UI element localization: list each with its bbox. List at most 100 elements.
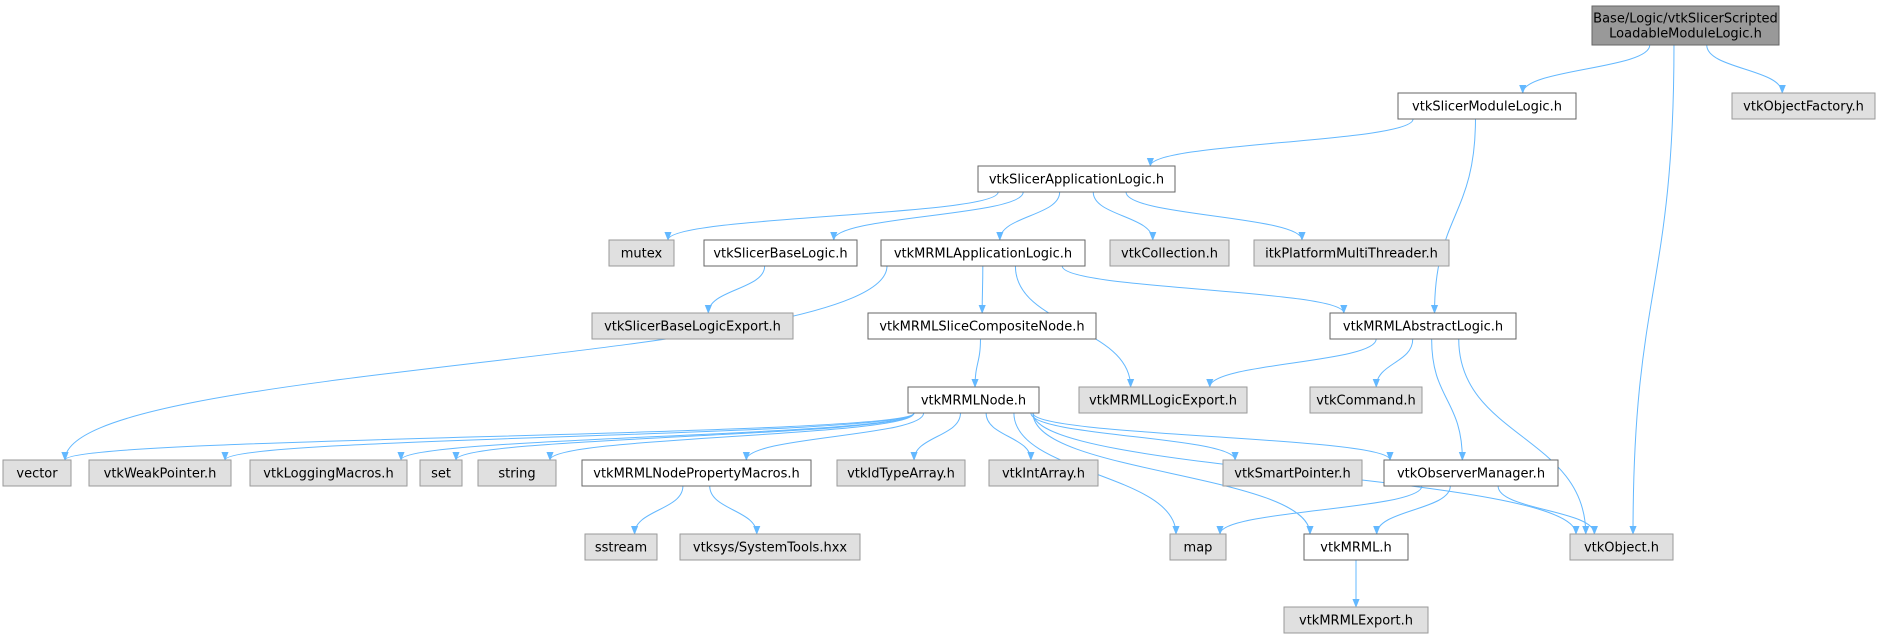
node-label: vtksys/SystemTools.hxx <box>693 541 848 556</box>
edge-appLogic-to-mrmlAppLogic <box>996 191 1061 241</box>
node-box <box>679 533 861 561</box>
edge-mrmlAppLogic-to-sliceComposite <box>978 265 986 314</box>
node-label: vtkMRMLNodePropertyMacros.h <box>593 467 799 482</box>
node-mrmlNode[interactable]: vtkMRMLNode.h <box>907 386 1040 414</box>
edge-mrmlNode-to-loggingMacros <box>397 412 915 461</box>
edge-mrmlAppLogic-to-vector <box>61 265 888 461</box>
node-box <box>419 459 463 487</box>
node-abstractLogic[interactable]: vtkMRMLAbstractLogic.h <box>1329 312 1517 340</box>
node-label: vtkMRMLNode.h <box>921 394 1026 409</box>
edge-root-to-objectFactory <box>1706 44 1786 94</box>
edge-appLogic-to-itkThreader <box>1125 191 1306 241</box>
node-label: vtkObjectFactory.h <box>1743 100 1864 115</box>
node-label: vtkObject.h <box>1584 541 1659 556</box>
node-label: string <box>498 467 535 482</box>
node-weakPointer: vtkWeakPointer.h <box>88 459 232 487</box>
node-label: mutex <box>621 247 663 262</box>
nodes-layer: Base/Logic/vtkSlicerScriptedLoadableModu… <box>2 5 1876 634</box>
node-logicExport: vtkMRMLLogicExport.h <box>1078 386 1248 414</box>
edge-mrmlNode-to-set <box>452 412 915 461</box>
node-observerManager[interactable]: vtkObserverManager.h <box>1383 459 1559 487</box>
node-box <box>1731 92 1876 120</box>
edge-mrmlNode-to-vector <box>61 412 915 461</box>
node-label: vtkMRMLAbstractLogic.h <box>1343 320 1503 335</box>
edge-abstractLogic-to-vtkObject <box>1458 338 1590 535</box>
node-box <box>907 386 1040 414</box>
node-label: vtkMRMLSliceCompositeNode.h <box>879 320 1084 335</box>
node-sliceComposite[interactable]: vtkMRMLSliceCompositeNode.h <box>867 312 1097 340</box>
node-box <box>477 459 557 487</box>
edge-appLogic-to-mutex <box>664 191 999 241</box>
node-box <box>1383 459 1559 487</box>
node-box <box>1222 459 1363 487</box>
edge-root-to-moduleLogic <box>1519 44 1651 94</box>
node-label: vtkSlicerModuleLogic.h <box>1412 100 1562 115</box>
node-label: vtkCommand.h <box>1316 394 1416 409</box>
node-label: vtkMRML.h <box>1320 541 1391 556</box>
node-vector: vector <box>2 459 72 487</box>
node-collection: vtkCollection.h <box>1109 239 1230 267</box>
edge-mrmlNode-to-propertyMacros <box>742 412 925 461</box>
edge-observerManager-to-map <box>1216 485 1423 535</box>
edge-mrmlNode-to-weakPointer <box>221 412 915 461</box>
node-objectFactory: vtkObjectFactory.h <box>1731 92 1876 120</box>
node-smartPointer: vtkSmartPointer.h <box>1222 459 1363 487</box>
node-box <box>1283 606 1429 634</box>
node-box <box>249 459 408 487</box>
node-box <box>836 459 966 487</box>
node-propertyMacros[interactable]: vtkMRMLNodePropertyMacros.h <box>581 459 812 487</box>
node-label: vtkSmartPointer.h <box>1234 467 1350 482</box>
node-appLogic[interactable]: vtkSlicerApplicationLogic.h <box>977 165 1176 193</box>
node-box <box>608 239 675 267</box>
node-label: LoadableModuleLogic.h <box>1609 27 1762 42</box>
node-mrmlAppLogic[interactable]: vtkMRMLApplicationLogic.h <box>880 239 1086 267</box>
node-box <box>1591 5 1780 46</box>
node-loggingMacros: vtkLoggingMacros.h <box>249 459 408 487</box>
node-box <box>977 165 1176 193</box>
node-label: vtkSlicerApplicationLogic.h <box>989 173 1164 188</box>
node-label: map <box>1184 541 1213 556</box>
node-box <box>1309 386 1423 414</box>
node-box <box>1397 92 1577 120</box>
node-box <box>988 459 1099 487</box>
node-box <box>867 312 1097 340</box>
node-baseLogicExport: vtkSlicerBaseLogicExport.h <box>591 312 794 340</box>
node-label: vtkMRMLExport.h <box>1299 614 1413 629</box>
node-label: vtkObserverManager.h <box>1397 467 1545 482</box>
edge-sliceComposite-to-mrmlNode <box>971 338 981 388</box>
edge-abstractLogic-to-logicExport <box>1206 338 1377 388</box>
edge-appLogic-to-collection <box>1092 191 1157 241</box>
node-box <box>1169 533 1227 561</box>
node-mrmlExport: vtkMRMLExport.h <box>1283 606 1429 634</box>
edge-appLogic-to-baseLogic <box>830 191 1024 241</box>
node-label: vtkCollection.h <box>1121 247 1218 262</box>
edge-baseLogic-to-baseLogicExport <box>704 265 766 314</box>
edge-mrmlNode-to-idTypeArray <box>910 412 961 461</box>
node-label: vtkIdTypeArray.h <box>847 467 955 482</box>
node-box <box>1569 533 1674 561</box>
node-moduleLogic[interactable]: vtkSlicerModuleLogic.h <box>1397 92 1577 120</box>
node-label: vtkSlicerBaseLogicExport.h <box>604 320 781 335</box>
node-root[interactable]: Base/Logic/vtkSlicerScriptedLoadableModu… <box>1591 5 1780 46</box>
node-label: itkPlatformMultiThreader.h <box>1265 247 1438 262</box>
node-label: vtkIntArray.h <box>1002 467 1085 482</box>
node-string: string <box>477 459 557 487</box>
node-systemTools: vtksys/SystemTools.hxx <box>679 533 861 561</box>
node-box <box>584 533 658 561</box>
node-set: set <box>419 459 463 487</box>
node-vtkMRML[interactable]: vtkMRML.h <box>1303 533 1409 561</box>
node-intArray: vtkIntArray.h <box>988 459 1099 487</box>
edge-abstractLogic-to-observerManager <box>1431 338 1466 461</box>
edge-observerManager-to-vtkMRML <box>1373 485 1451 535</box>
node-baseLogic[interactable]: vtkSlicerBaseLogic.h <box>703 239 858 267</box>
node-label: sstream <box>595 541 647 556</box>
edge-moduleLogic-to-appLogic <box>1146 118 1414 167</box>
edge-mrmlNode-to-observerManager <box>1032 412 1394 461</box>
node-vtkObject: vtkObject.h <box>1569 533 1674 561</box>
edge-propertyMacros-to-systemTools <box>709 485 761 535</box>
node-box <box>703 239 858 267</box>
node-box <box>1109 239 1230 267</box>
node-command: vtkCommand.h <box>1309 386 1423 414</box>
node-label: vtkLoggingMacros.h <box>263 467 393 482</box>
